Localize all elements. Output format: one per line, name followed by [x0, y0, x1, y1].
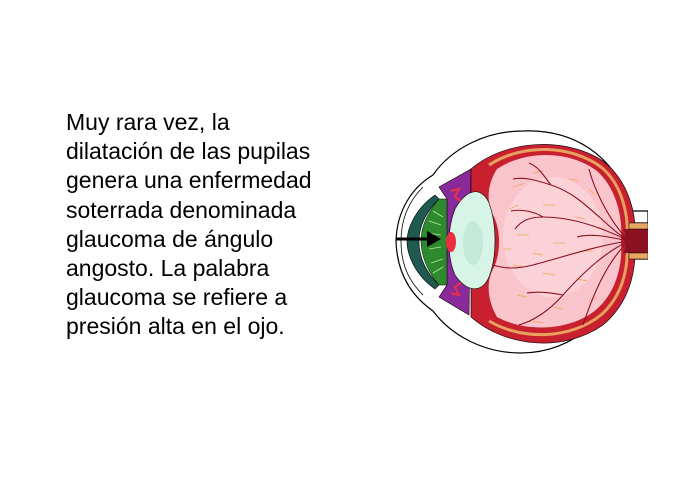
paragraph-line: soterrada denominada [66, 196, 297, 223]
paragraph-line: dilatación de las pupilas [66, 138, 311, 165]
pupil [446, 232, 456, 252]
paragraph: Muy rara vez, la dilatación de las pupil… [66, 108, 386, 342]
paragraph-line: glaucoma de ángulo [66, 225, 274, 252]
optic-nerve [623, 229, 648, 253]
paragraph-line: presión alta en el ojo. [66, 313, 285, 340]
paragraph-line: glaucoma se refiere a [66, 284, 288, 311]
arrow-icon [396, 231, 441, 247]
retinal-vessels [492, 162, 630, 326]
eye-cross-section-illustration [395, 130, 648, 354]
paragraph-line: angosto. La palabra [66, 255, 270, 282]
paragraph-line: Muy rara vez, la [66, 109, 230, 135]
paragraph-line: genera una enfermedad [66, 167, 312, 194]
